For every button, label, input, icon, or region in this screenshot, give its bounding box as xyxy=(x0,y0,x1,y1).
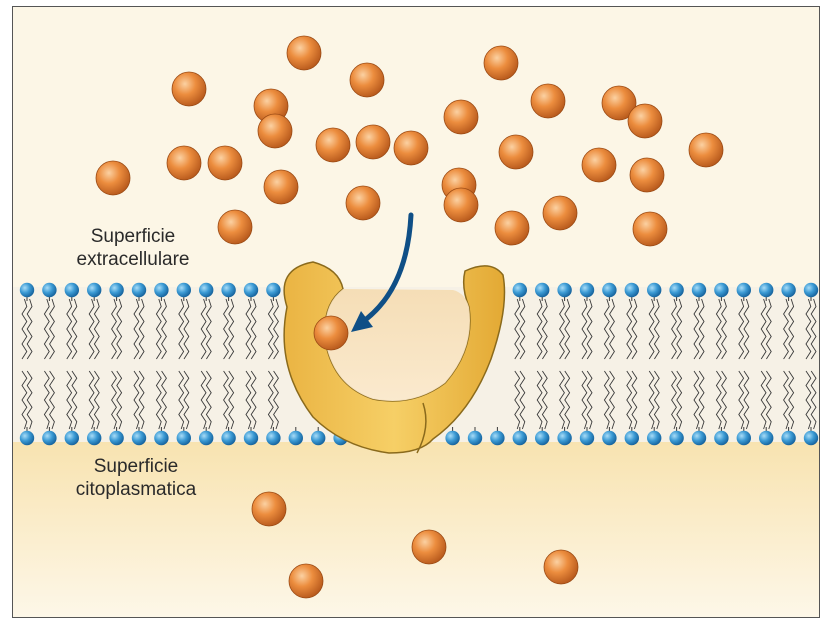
solute-molecule xyxy=(264,170,298,204)
solute-molecule xyxy=(444,188,478,222)
solute-molecule xyxy=(544,550,578,584)
solute-molecule xyxy=(289,564,323,598)
solute-molecule xyxy=(499,135,533,169)
solute-molecule xyxy=(172,72,206,106)
membrane-transport-diagram xyxy=(13,7,819,617)
solute-molecule xyxy=(346,186,380,220)
solute-molecule xyxy=(394,131,428,165)
solute-molecule xyxy=(287,36,321,70)
solute-molecule xyxy=(543,196,577,230)
solute-molecule xyxy=(531,84,565,118)
solute-molecule xyxy=(495,211,529,245)
solute-molecule xyxy=(208,146,242,180)
solute-molecule xyxy=(252,492,286,526)
solute-molecule xyxy=(316,128,350,162)
solute-molecule xyxy=(412,530,446,564)
solute-molecule xyxy=(96,161,130,195)
bound-solute-molecule xyxy=(314,316,348,350)
extracellular-label-line1: Superficie xyxy=(55,225,211,248)
solute-molecule xyxy=(628,104,662,138)
solute-molecule xyxy=(689,133,723,167)
solute-molecule xyxy=(444,100,478,134)
solute-molecule xyxy=(582,148,616,182)
solute-molecule xyxy=(350,63,384,97)
solute-molecule xyxy=(630,158,664,192)
cytoplasmic-surface-label: Superficie citoplasmatica xyxy=(47,455,225,501)
solute-molecule xyxy=(167,146,201,180)
solute-molecule xyxy=(633,212,667,246)
diagram-frame: Superficie extracellulare Superficie cit… xyxy=(12,6,820,618)
cytoplasmic-label-line2: citoplasmatica xyxy=(47,478,225,501)
solute-molecule xyxy=(258,114,292,148)
extracellular-surface-label: Superficie extracellulare xyxy=(55,225,211,271)
solute-molecule xyxy=(356,125,390,159)
cytoplasmic-label-line1: Superficie xyxy=(47,455,225,478)
solute-molecule xyxy=(218,210,252,244)
extracellular-label-line2: extracellulare xyxy=(55,248,211,271)
solute-molecule xyxy=(484,46,518,80)
